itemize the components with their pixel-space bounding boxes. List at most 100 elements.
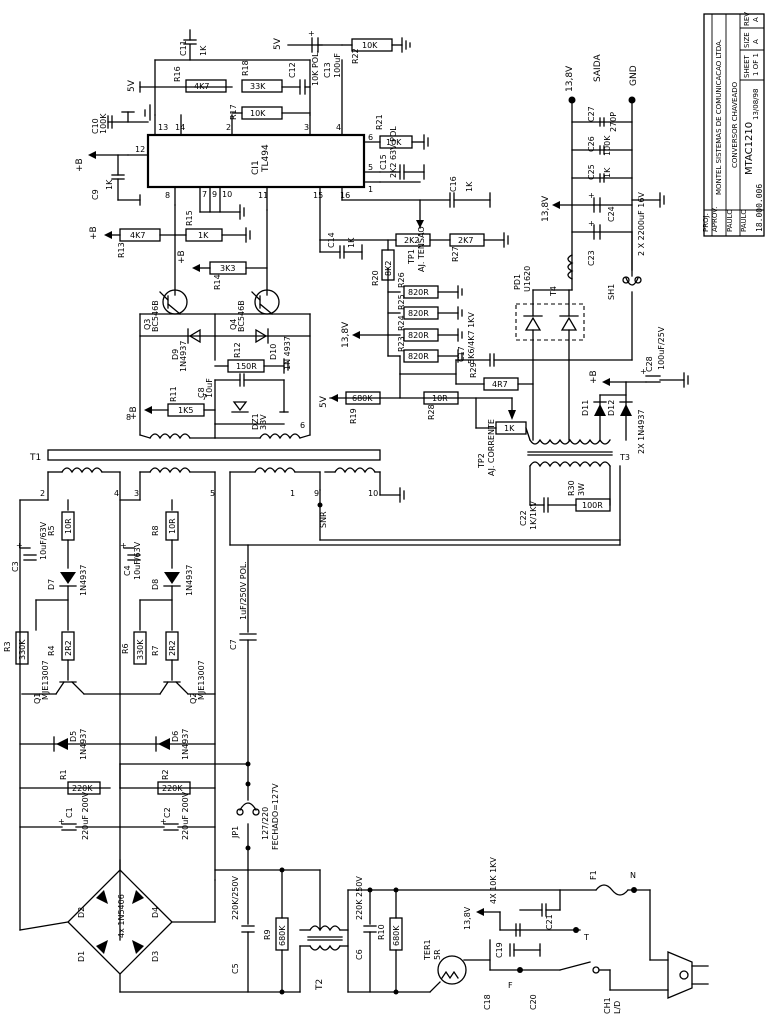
ic-tl494: CI1 TL494 13 14 2 3 4 6 12 5 1 8 7 9 10 …	[127, 59, 381, 241]
c13-value: 100uF	[333, 53, 342, 78]
bridge-rectifier: D2 D4 D1 D3 4x 1N5406	[19, 859, 301, 993]
r16-value: 4K7	[194, 82, 209, 91]
title-company: MONTEL SISTEMAS DE COMUNICACAO LTDA.	[715, 39, 723, 195]
bridge-value: 4x 1N5406	[117, 894, 126, 938]
t1-pin-9: 9	[314, 489, 319, 498]
c10-value: 100K	[99, 113, 108, 134]
d9-value: 1N4937	[179, 341, 188, 372]
d1-ref: D1	[77, 951, 86, 962]
pin-2: 2	[226, 123, 231, 132]
d10-value: 1N 4937	[283, 336, 292, 370]
r29-value: 4R7	[492, 380, 508, 389]
r19-value: 680K	[352, 394, 373, 403]
r9-value: 680K	[278, 925, 287, 946]
c6-value: 220K 250V	[355, 876, 364, 920]
svg-text:+: +	[120, 541, 127, 550]
title-proj-label: PROJ.	[702, 213, 710, 232]
jp1-label: JP1	[231, 826, 240, 839]
plus-b-3: +B	[177, 250, 187, 264]
pin-10: 10	[222, 190, 232, 199]
c10-ref: C10	[91, 118, 100, 134]
r26-ref: R26	[397, 272, 406, 288]
plus-b-2: +B	[89, 226, 99, 240]
r8-value: 10R	[168, 518, 177, 534]
c28-ref: C28	[645, 356, 654, 372]
c22-ref: C22	[519, 510, 528, 526]
pin-3: 3	[304, 123, 309, 132]
control-top-network: 5V C11 1K 4K7 R16 33K R18 C12 10K POL. 1…	[75, 29, 491, 296]
title-description: CONVERSOR CHAVEADO	[731, 81, 739, 168]
c11-ref: C11	[179, 40, 188, 56]
out-saida: SAIDA	[593, 54, 603, 82]
pin-7: 7	[202, 190, 207, 199]
r12-ref: R12	[233, 342, 242, 358]
r13-ref: R13	[117, 242, 126, 258]
q4-value: BC546B	[237, 300, 246, 332]
t1-pin-1: 1	[290, 489, 295, 498]
r25-ref: R25	[397, 294, 406, 310]
r22-value: 10K	[362, 41, 378, 50]
supply-5v-top2: 5V	[273, 37, 283, 50]
r17-ref: R17	[229, 104, 238, 120]
title-size: A	[752, 39, 760, 44]
r11-ref: R11	[169, 386, 178, 402]
q3-ref: Q3	[143, 319, 152, 330]
c2-ref: C2	[163, 807, 172, 818]
r11-value: 1K5	[178, 406, 193, 415]
c4-value: 10uF/63V	[133, 541, 142, 580]
t3-label: T3	[619, 453, 630, 462]
c5-ref: C5	[231, 963, 240, 974]
t1-pin-5: 5	[210, 489, 215, 498]
r6-ref: R6	[121, 643, 130, 654]
d3-ref: D3	[151, 951, 160, 962]
r10-ref: R10	[377, 924, 386, 940]
r27-ref: R27	[451, 246, 460, 262]
c14-ref: C14	[327, 232, 336, 248]
r13-value: 4K7	[130, 231, 145, 240]
snr-label: SNR	[319, 511, 328, 528]
r20-ref: R20	[371, 270, 380, 286]
driver-pin-8: 8	[126, 413, 131, 422]
r30-ref: R30	[567, 480, 576, 496]
pin-1: 1	[368, 185, 373, 194]
c23-ref: C23	[587, 250, 596, 266]
tp1-label: TP1	[407, 249, 416, 265]
t1-label: T1	[29, 453, 41, 463]
r5-value: 10R	[64, 518, 73, 534]
plus-b-out: +B	[589, 370, 599, 384]
r3-ref: R3	[3, 641, 12, 652]
c23-24-value: 2 X 2200uF 16V	[637, 192, 646, 256]
q1-ref: Q1	[33, 693, 42, 704]
driver-pin-7: 7	[202, 393, 207, 402]
r18-value: 33K	[250, 82, 266, 91]
n-terminal: N	[630, 871, 636, 880]
c26-ref: C26	[587, 136, 596, 152]
c16-value: 1K	[465, 181, 474, 192]
c9-value: 1K	[105, 179, 114, 190]
c8-ref: C8	[197, 387, 206, 398]
out-13-8v: 13,8V	[565, 65, 575, 92]
r7-ref: R7	[151, 645, 160, 656]
pin-16: 16	[340, 191, 350, 200]
r20-value: 8K2	[384, 261, 393, 276]
r28-value: 10R	[432, 394, 448, 403]
q2-value: MJE13007	[197, 660, 206, 700]
d10-ref: D10	[269, 344, 278, 360]
t-terminal: T	[583, 933, 589, 942]
r16-ref: R16	[173, 66, 182, 82]
c1-ref: C1	[65, 807, 74, 818]
title-aprov-label: APROV.	[711, 207, 719, 232]
c27-value: 270P	[609, 112, 618, 132]
power-stage: + C3 10uF/63V 10R R5 D7 1N4937 330K R3 2…	[3, 499, 249, 931]
supply-5v-mid: 5V	[319, 395, 329, 408]
d2-ref: D2	[77, 907, 86, 918]
sh1-label: SH1	[607, 284, 616, 300]
svg-text:+: +	[308, 29, 315, 38]
t1-pin-4: 4	[114, 489, 119, 498]
f1-label: F1	[589, 870, 598, 880]
svg-text:+: +	[58, 817, 65, 826]
c17-value: 5K6/4K7 1KV	[467, 312, 476, 364]
pin-11: 11	[258, 191, 268, 200]
jp1-note: FECHADO=127V	[271, 783, 280, 850]
